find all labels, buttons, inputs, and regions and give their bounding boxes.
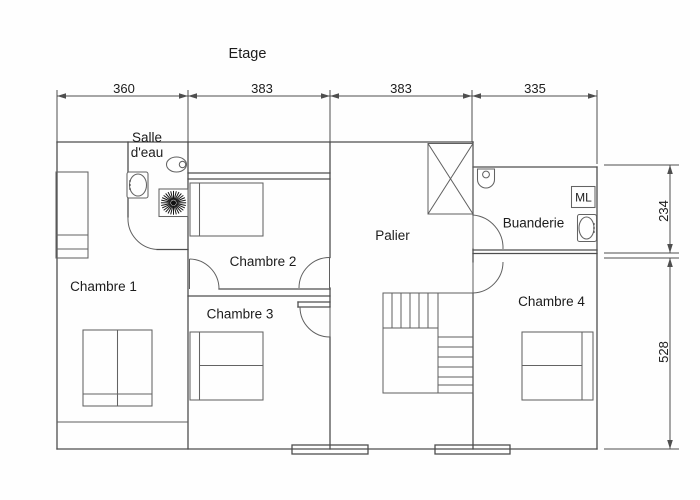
dim-top-335: 335 (524, 81, 546, 96)
bed (189, 331, 264, 401)
room-label-buanderie: Buanderie (503, 216, 565, 231)
bed (521, 331, 594, 401)
room-label-chambre-3: Chambre 3 (207, 307, 274, 322)
bathroom-fixtures (126, 156, 189, 218)
windows (291, 444, 511, 455)
dim-top-383a: 383 (251, 81, 273, 96)
room-label-chambre-1: Chambre 1 (70, 279, 137, 294)
bed (189, 182, 264, 237)
room-label-palier: Palier (375, 228, 410, 243)
door-arc (299, 306, 331, 338)
beds (55, 171, 594, 407)
washing-machine-box: ML (570, 185, 596, 209)
bed (82, 329, 153, 407)
page-title: Etage (229, 46, 267, 62)
door-arc (472, 214, 504, 250)
washing-machine-label: ML (575, 191, 592, 205)
toilet-icon (165, 156, 188, 173)
doors (127, 214, 504, 338)
duct-x-box (427, 143, 474, 215)
dimensions-right: 234 528 (604, 164, 679, 450)
room-labels: Salle d'eau Chambre 1 Chambre 2 Chambre … (70, 130, 585, 322)
dimensions-top: 360 383 383 335 (56, 81, 598, 164)
shower-icon (158, 188, 189, 218)
window (291, 444, 369, 455)
room-label-chambre-4: Chambre 4 (518, 294, 585, 309)
shower-rays (160, 190, 187, 215)
sink-icon (576, 213, 598, 243)
stairs (382, 292, 474, 394)
room-label-salle-deau-2: d'eau (131, 145, 164, 160)
dim-top-360: 360 (113, 81, 135, 96)
door-arc (472, 261, 504, 294)
bed (55, 171, 89, 259)
dim-right-234: 234 (656, 200, 671, 222)
toilet-icon (476, 168, 496, 189)
sink-icon (126, 171, 149, 199)
dim-right-528: 528 (656, 341, 671, 363)
dim-top-383b: 383 (390, 81, 412, 96)
room-label-salle-deau-1: Salle (132, 130, 162, 145)
room-label-chambre-2: Chambre 2 (230, 254, 297, 269)
door-arc (189, 258, 220, 290)
door-arc (298, 257, 330, 289)
laundry-fixtures: ML (476, 168, 598, 243)
window (434, 444, 511, 455)
door-arc (127, 216, 158, 250)
